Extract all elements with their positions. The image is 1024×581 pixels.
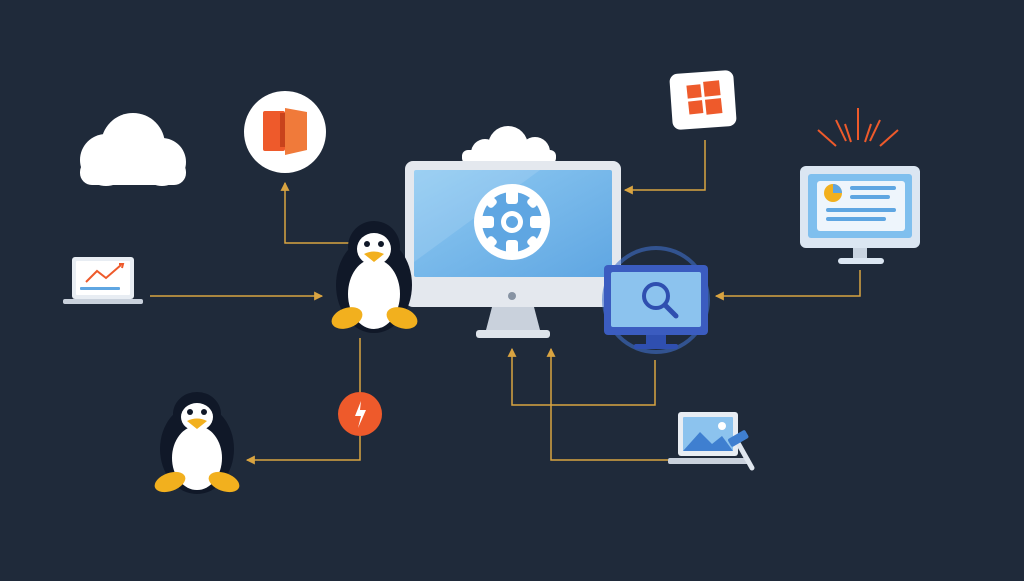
- cloud-icon-left: [80, 113, 186, 186]
- chart-laptop[interactable]: [63, 257, 143, 304]
- central-desktop-monitor[interactable]: [405, 126, 621, 338]
- connector-lines: [150, 140, 861, 465]
- connector-windows-to-desktop: [623, 140, 706, 195]
- linux-penguin-main[interactable]: [329, 221, 421, 333]
- connector-search-to-desktop: [507, 347, 656, 406]
- connector-power-to-penguin: [245, 432, 361, 465]
- image-editor-laptop[interactable]: [668, 412, 755, 471]
- connector-dashboard-to-search: [714, 270, 861, 301]
- windows-logo-icon[interactable]: [669, 70, 737, 130]
- linux-penguin-secondary[interactable]: [152, 392, 242, 496]
- gear-logo-icon: [474, 184, 550, 260]
- search-monitor[interactable]: [602, 246, 710, 354]
- cloud-icon-top: [462, 126, 556, 167]
- hammer-icon: [728, 430, 755, 471]
- connector-editor-to-desktop: [546, 347, 668, 461]
- signal-rays-icon: [817, 108, 899, 147]
- connector-penguin-to-office: [280, 181, 350, 244]
- power-badge[interactable]: [338, 392, 382, 436]
- analytics-dashboard-monitor[interactable]: [800, 108, 920, 264]
- office-app-icon[interactable]: [244, 91, 326, 173]
